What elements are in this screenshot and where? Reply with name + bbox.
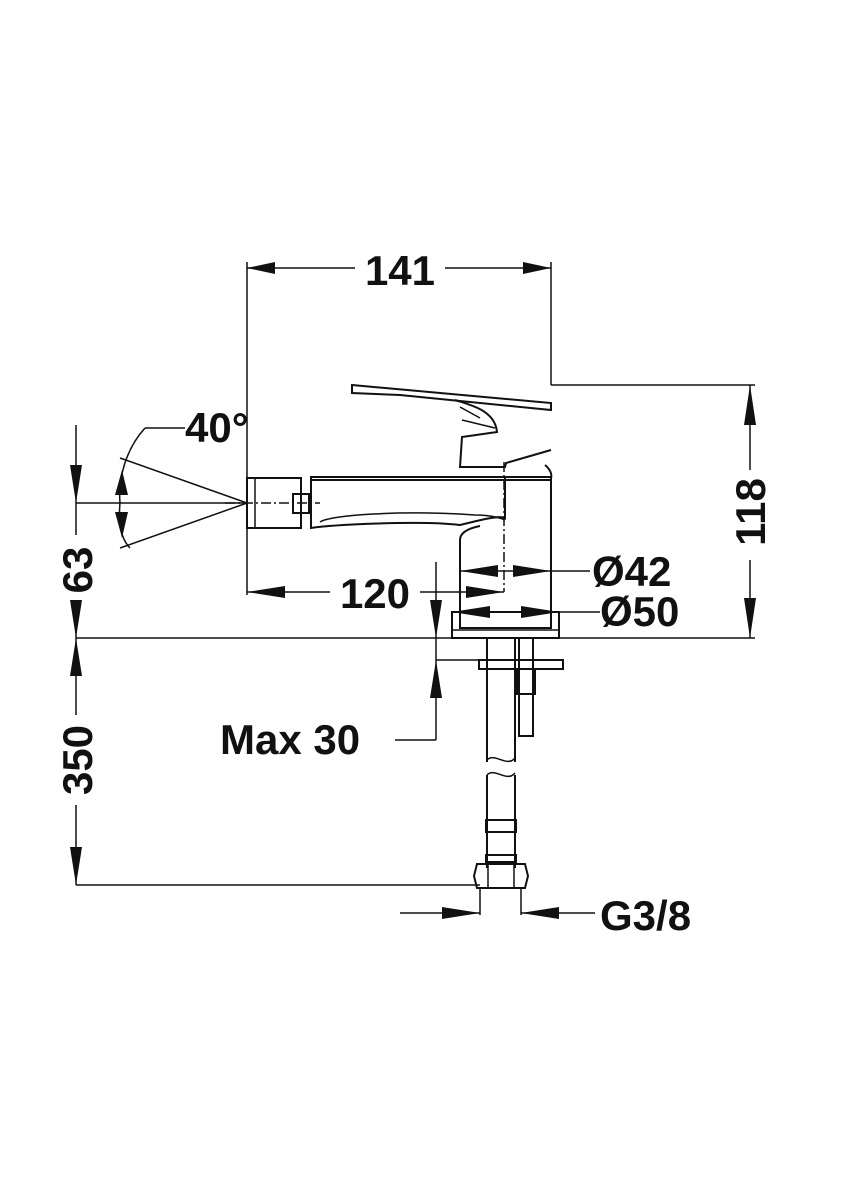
dimension-lines — [70, 262, 756, 919]
base-plate — [451, 611, 560, 639]
arrowhead — [430, 660, 442, 698]
arrowhead — [513, 565, 551, 577]
hose-collar — [485, 819, 517, 833]
diameter-50-label: Ø50 — [600, 588, 679, 635]
arrowhead — [70, 847, 82, 885]
under-counter-parts — [472, 637, 564, 889]
handle-neck — [454, 399, 552, 468]
dim-120-label: 120 — [340, 570, 410, 617]
hose-break-bottom — [486, 771, 516, 778]
fixing-washer — [478, 659, 564, 670]
supply-hose — [486, 638, 516, 762]
dim-118-label: 118 — [727, 478, 774, 546]
arrowhead — [521, 907, 559, 919]
arrowhead — [70, 600, 82, 638]
hose-ferrule — [485, 854, 517, 863]
arrowhead — [70, 638, 82, 676]
arrowhead — [460, 565, 498, 577]
spray-angle-arc — [118, 427, 185, 549]
arrowhead — [523, 262, 551, 274]
arrowhead — [247, 262, 275, 274]
angle-40-label: 40° — [185, 404, 249, 451]
arrowhead — [115, 512, 128, 538]
diameter-42-label: Ø42 — [592, 548, 671, 595]
arrowhead — [430, 600, 442, 638]
arrowhead — [521, 606, 559, 618]
dim-141-label: 141 — [365, 247, 435, 294]
arrowhead — [744, 598, 756, 638]
arrowhead — [115, 470, 128, 495]
dim-350-label: 350 — [54, 725, 101, 795]
thread-g38-label: G3/8 — [600, 892, 691, 939]
spout-underside — [319, 512, 506, 523]
arrowhead — [466, 586, 504, 598]
spray-angle-ray — [119, 457, 248, 504]
spout — [310, 477, 506, 530]
spray-angle-ray — [119, 502, 248, 549]
dim-63-label: 63 — [54, 547, 101, 594]
hose-break-top — [486, 756, 516, 763]
arrowhead — [442, 907, 480, 919]
hose-nut — [472, 863, 530, 889]
max-30-label: Max 30 — [220, 716, 360, 763]
handle-detail — [459, 406, 496, 429]
lever-handle — [351, 383, 552, 412]
rod-nut — [516, 668, 536, 695]
arrowhead — [70, 465, 82, 503]
arrowhead — [247, 586, 285, 598]
threaded-rod — [518, 637, 534, 737]
body-column — [459, 477, 552, 629]
spout-top — [310, 476, 552, 481]
arrowhead — [744, 385, 756, 425]
arrowhead — [452, 606, 490, 618]
